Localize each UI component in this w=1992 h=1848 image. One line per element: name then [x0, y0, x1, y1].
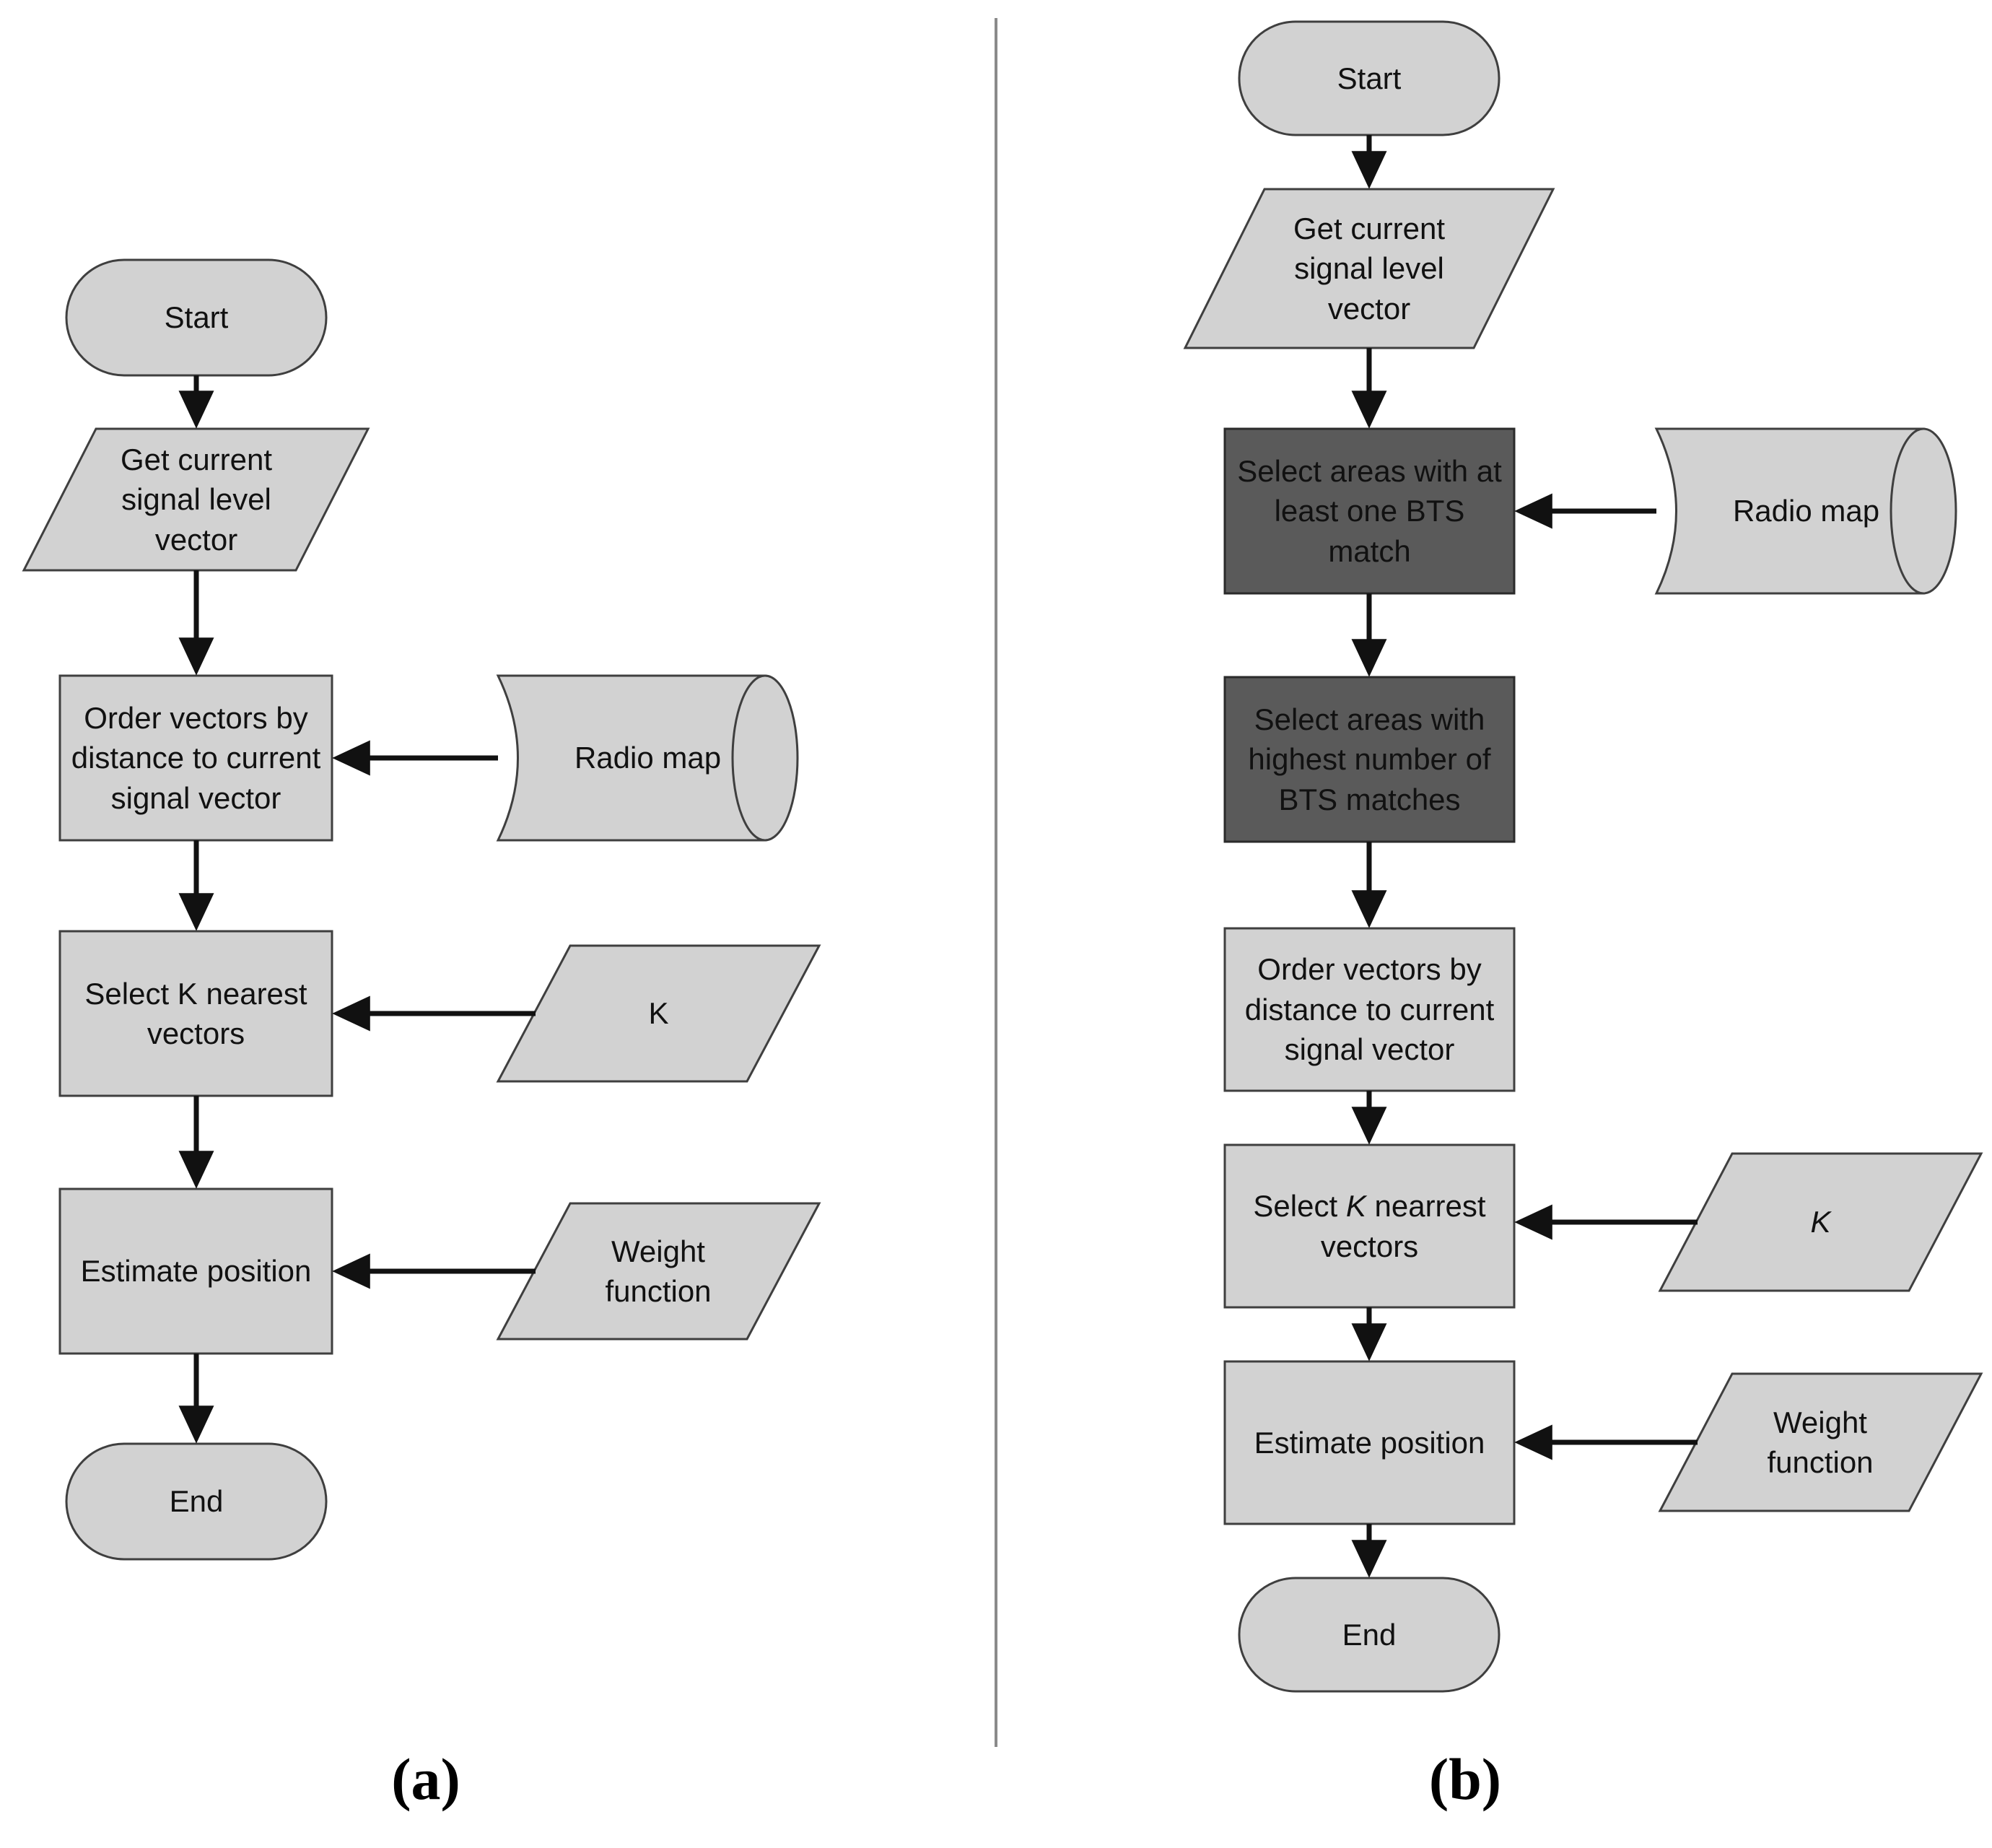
panel-b-get-signal-parallelogram-shape	[1183, 188, 1555, 349]
panel-a-end-label: End	[169, 1484, 224, 1519]
panel-a-estimate-position-process-shape	[58, 1187, 333, 1355]
panel-b-k-input-label: K	[1810, 1205, 1831, 1239]
panel-a-k-input-label: K	[648, 996, 669, 1031]
panel-b-select-k-label: Select K nearrest vectors	[1225, 1145, 1514, 1307]
panel-b-radio-map-label: Radio map	[1732, 494, 1880, 528]
panel-b-radio-map-cylinder-cap	[1890, 427, 1957, 595]
panel-a-k-input-parallelogram-shape	[496, 944, 821, 1083]
panel-b-select-k-label-k: K	[1345, 1189, 1366, 1224]
panel-a-get-signal-label: Get current signal level vector	[120, 442, 273, 557]
panel-b-end-label: End	[1342, 1617, 1397, 1652]
panel-a-end-terminator-shape	[65, 1442, 328, 1561]
panel-b-radio-map-cylinder-body	[1654, 427, 1925, 595]
panel-b-order-vectors-process-shape	[1223, 927, 1516, 1092]
panel-b-select-areas-one-bts-process-shape	[1223, 427, 1516, 595]
panel-a-weight-function-label: Weight function	[605, 1234, 712, 1308]
panel-a-start-label: Start	[164, 300, 229, 335]
panel-b-select-areas-highest-bts-process-shape	[1223, 676, 1516, 843]
panel-a-radio-map-label: Radio map	[574, 741, 722, 775]
panel-b-order-vectors-label: Order vectors by distance to current sig…	[1244, 952, 1495, 1067]
panel-a-order-vectors-process-shape	[58, 674, 333, 842]
panel-b-get-signal-label: Get current signal level vector	[1293, 211, 1446, 326]
panel-b-select-k-label-suffix: nearrest vectors	[1320, 1189, 1486, 1263]
panel-b-k-input-parallelogram-shape	[1658, 1152, 1983, 1292]
panel-a-radio-map-cylinder-cap	[731, 674, 799, 842]
panel-b-end-terminator-shape	[1238, 1577, 1500, 1693]
panel-b-estimate-position-process-shape	[1223, 1360, 1516, 1525]
panel-a-estimate-position-label: Estimate position	[80, 1254, 312, 1289]
panel-a-get-signal-parallelogram-shape	[22, 427, 370, 572]
panel-b-select-areas-highest-bts-label: Select areas with highest number of BTS …	[1248, 702, 1491, 816]
panel-b-weight-function-parallelogram-shape	[1658, 1372, 1983, 1512]
panel-a-select-k-process-shape	[58, 930, 333, 1097]
panel-b-start-label: Start	[1337, 61, 1402, 95]
panel-b-weight-function-label: Weight function	[1767, 1405, 1874, 1479]
panel-b-estimate-position-label: Estimate position	[1254, 1425, 1485, 1460]
panel-a-select-k-label: Select K nearest vectors	[84, 976, 307, 1050]
panel-a-caption: (a)	[391, 1746, 460, 1812]
panel-b-select-areas-one-bts-label: Select areas with at least one BTS match	[1237, 453, 1502, 568]
panel-b-caption: (b)	[1428, 1746, 1502, 1812]
panel-a-weight-function-parallelogram-shape	[496, 1202, 821, 1341]
panel-b-select-k-label-prefix: Select	[1253, 1189, 1338, 1224]
panel-a-order-vectors-label: Order vectors by distance to current sig…	[71, 700, 321, 815]
panel-a-radio-map-cylinder-body	[496, 674, 766, 842]
